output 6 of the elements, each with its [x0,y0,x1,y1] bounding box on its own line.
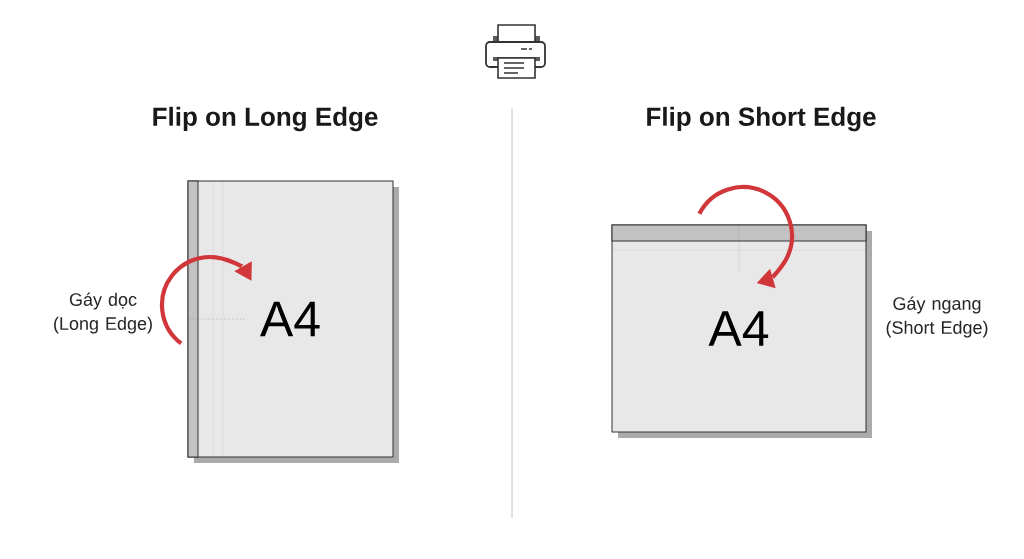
heading: Flip on Short Edge [647,106,876,132]
heading: Flip on Long Edge [153,106,378,132]
page-sheet: A4 [187,180,399,463]
side-label: Gáy dọc (Long Edge) [54,292,152,334]
side-label: Gáy ngang (Short Edge) [886,296,988,338]
page-sheet: A4 [611,224,872,438]
